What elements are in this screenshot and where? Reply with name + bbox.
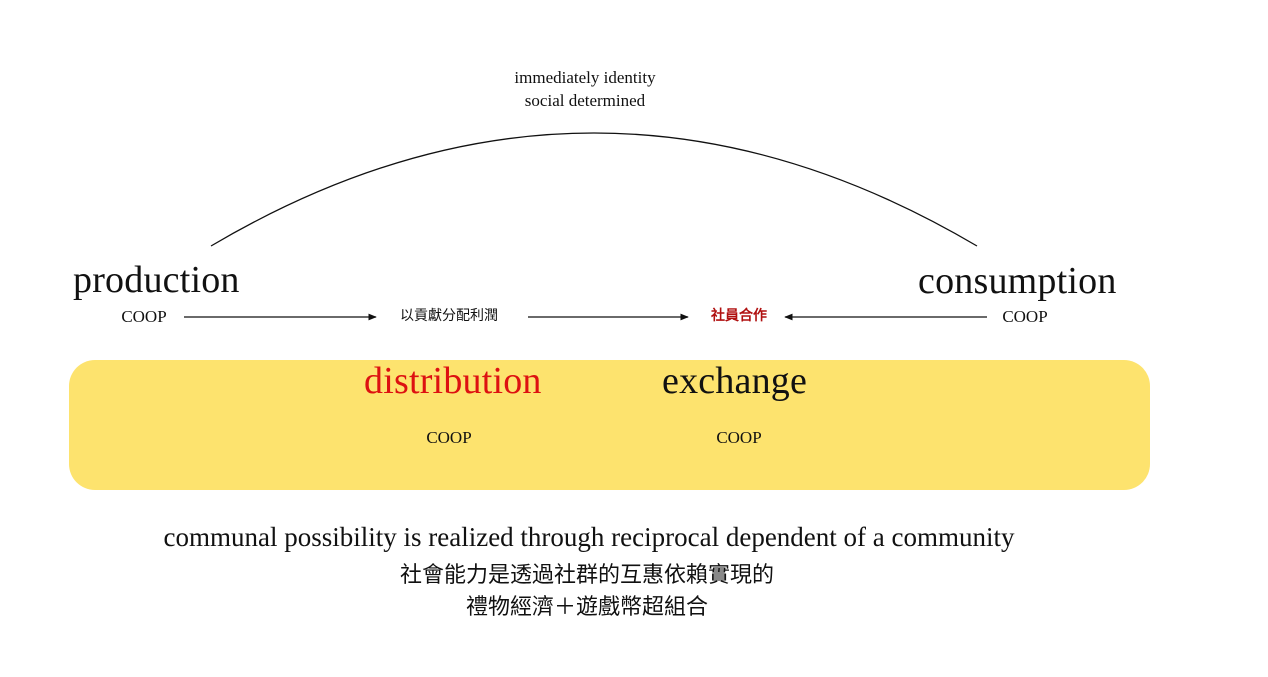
production-coop-label: COOP (121, 307, 167, 326)
highlight-band (69, 360, 1150, 490)
exchange-title: exchange (662, 360, 808, 402)
arc-label-line2: social determined (524, 91, 646, 110)
arc-label-line1: immediately identity (514, 68, 656, 87)
arc-path (210, 132, 978, 247)
consumption-coop-label: COOP (1002, 307, 1048, 326)
member-cooperation-label: 社員合作 (711, 308, 767, 324)
exchange-coop-label: COOP (716, 428, 762, 447)
arc-label: immediately identity social determined (514, 66, 655, 112)
consumption-title: consumption (918, 260, 1117, 302)
contribution-profit-label: 以貢獻分配利潤 (400, 308, 498, 324)
production-title: production (73, 259, 240, 301)
summary-chinese-line2: 禮物經濟＋遊戲幣超組合 (465, 595, 709, 620)
distribution-coop-label: COOP (426, 428, 472, 447)
summary-english: communal possibility is realized through… (163, 522, 1015, 552)
summary-chinese-line1: 社會能力是透過社群的互惠依賴實現的 (399, 563, 775, 588)
distribution-title: distribution (364, 360, 542, 402)
